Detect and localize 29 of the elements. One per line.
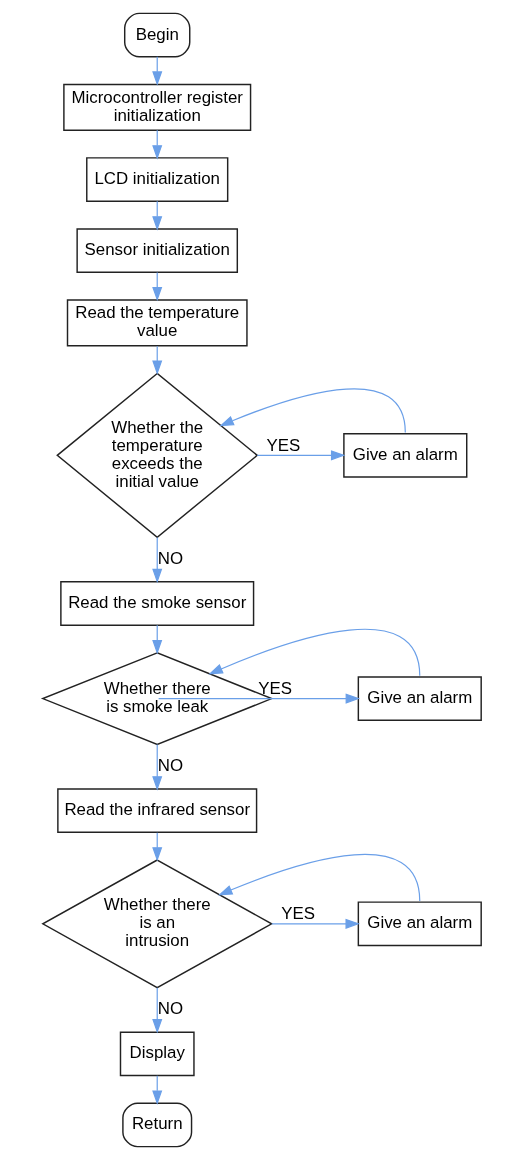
node-box: Display — [119, 1031, 195, 1077]
arrow — [270, 918, 360, 929]
edge-label: YES — [280, 904, 315, 924]
node-box: Return — [121, 1102, 192, 1148]
node-box: LCD initialization — [85, 157, 228, 202]
node-box: Give an alarm — [342, 432, 467, 478]
arrow — [256, 450, 345, 461]
node-diamond: Whether there is an intrusion — [40, 859, 273, 989]
edge-label: NO — [157, 999, 183, 1019]
edge-label: NO — [157, 548, 183, 568]
node-box: Give an alarm — [357, 676, 482, 722]
node-box: Read the smoke sensor — [59, 581, 254, 626]
edge-label: NO — [157, 756, 183, 776]
edge-label: YES — [265, 435, 300, 455]
arrow — [157, 693, 360, 704]
node-box: Begin — [123, 12, 190, 58]
arrow — [217, 854, 420, 902]
node-box: Read the infrared sensor — [56, 788, 257, 834]
node-box: Give an alarm — [357, 901, 482, 947]
node-diamond: Whether the temperature exceeds the initial value — [55, 372, 258, 539]
node-box: Read the temperature value — [66, 299, 248, 347]
arrow — [151, 536, 162, 584]
edge-label: YES — [257, 679, 292, 699]
arrow — [218, 388, 406, 434]
arrow — [207, 628, 420, 677]
arrow — [151, 987, 162, 1034]
node-box: Microcontroller register initialization — [62, 83, 251, 131]
node-box: Sensor initialization — [75, 228, 238, 274]
arrow — [151, 743, 162, 791]
